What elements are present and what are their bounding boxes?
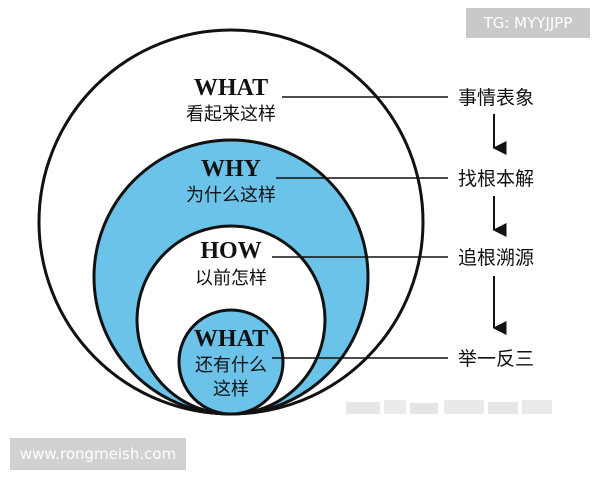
circle-title-2: WHY <box>201 156 261 182</box>
circle-subtitle-2: 为什么这样 <box>186 185 276 206</box>
circle-subtitle-4a: 还有什么 <box>195 355 267 376</box>
circle-subtitle-3: 以前怎样 <box>195 268 267 289</box>
step-label-4: 举一反三 <box>458 348 534 370</box>
channel-tag: TG: MYYJJPP <box>466 8 590 38</box>
step-label-3: 追根溯源 <box>458 247 534 269</box>
blurred-watermark <box>346 400 552 414</box>
circle-title-4: WHAT <box>194 326 268 352</box>
inner-circle-what <box>177 308 285 416</box>
circle-subtitle-1: 看起来这样 <box>186 104 276 125</box>
step-label-1: 事情表象 <box>458 87 534 109</box>
site-watermark: www.rongmeish.com <box>10 438 186 470</box>
circle-subtitle-4b: 这样 <box>213 379 249 400</box>
circle-title-3: HOW <box>200 238 261 264</box>
step-label-2: 找根本解 <box>458 168 534 190</box>
circle-title-1: WHAT <box>194 75 268 101</box>
